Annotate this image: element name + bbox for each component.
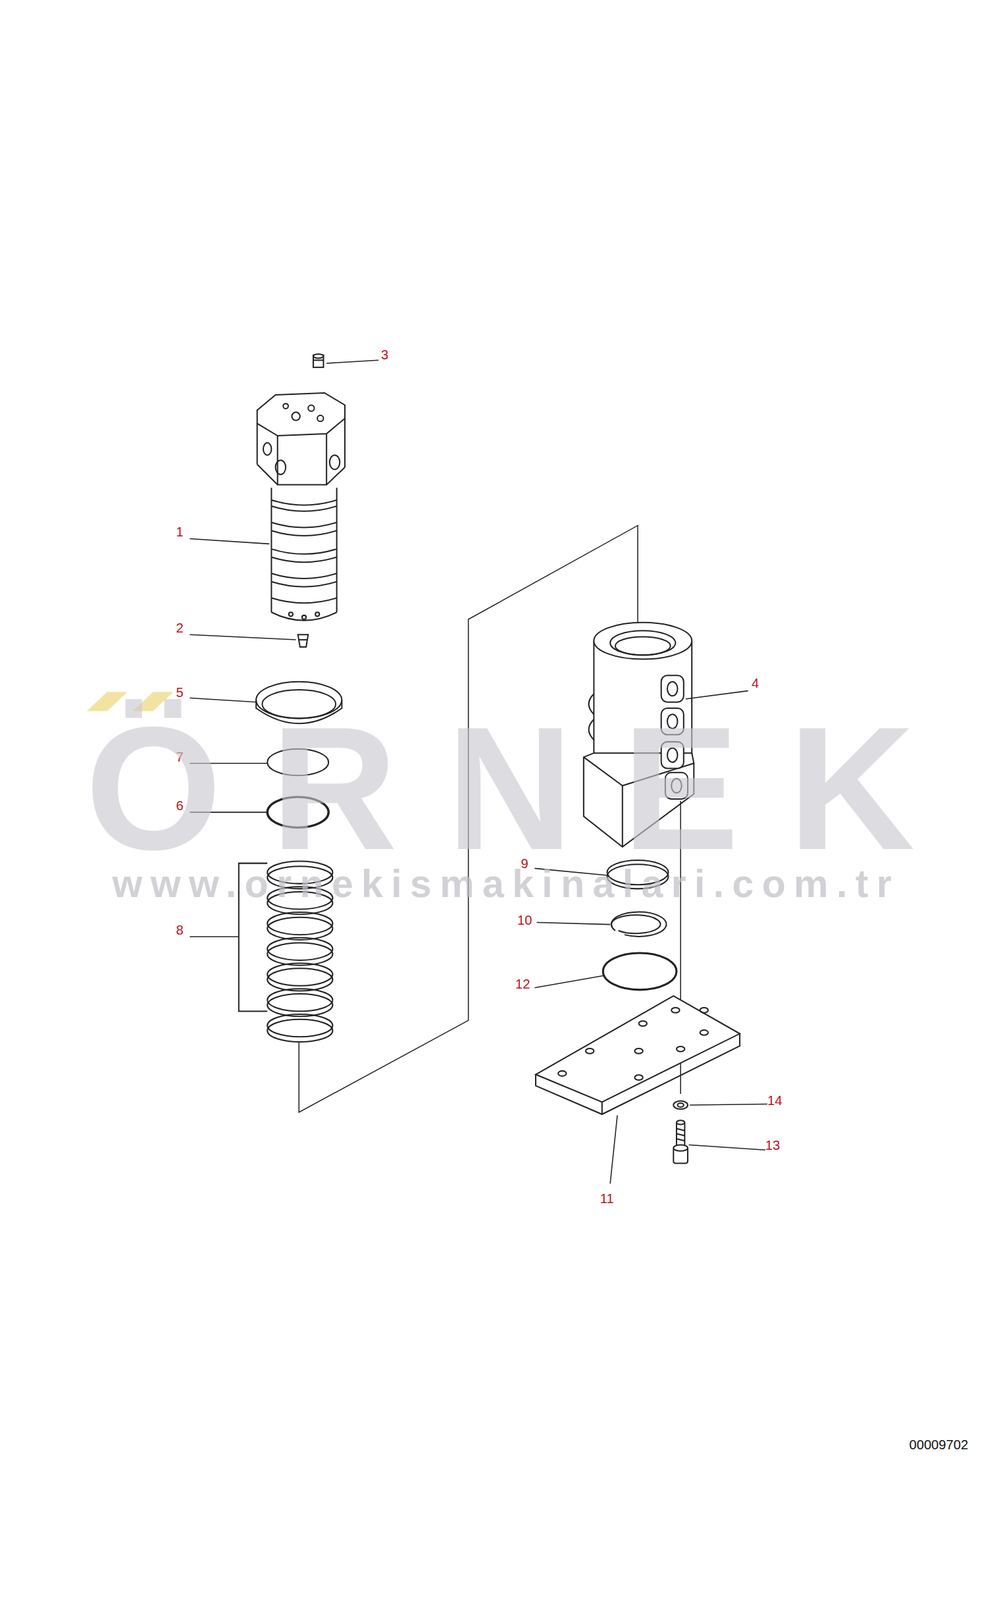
snap-ring: [611, 912, 667, 937]
watermark-url: www.ornekismakinalari.com.tr: [112, 864, 900, 903]
callout-number: 8: [175, 922, 183, 936]
mounting-plate: [535, 995, 740, 1115]
watermark-logo: ÖRNEK: [84, 700, 964, 876]
callout-number: 12: [515, 976, 530, 990]
callout-number: 14: [767, 1093, 782, 1107]
washer: [673, 1101, 688, 1109]
small-plug: [298, 634, 309, 647]
callout-number: 4: [751, 675, 759, 690]
callout-number: 13: [765, 1137, 780, 1152]
cap-screw: [673, 1120, 688, 1163]
drawing-code: 00009702: [908, 1437, 969, 1451]
valve-cartridge: [257, 392, 345, 621]
callout-number: 11: [600, 1191, 615, 1205]
callout-number: 5: [175, 685, 183, 699]
plug-screw: [313, 354, 324, 368]
callout-number: 2: [175, 620, 183, 634]
callout-number: 10: [517, 912, 532, 926]
callout-number: 1: [175, 525, 183, 539]
o-ring: [602, 952, 677, 990]
callout-number: 3: [381, 347, 389, 361]
